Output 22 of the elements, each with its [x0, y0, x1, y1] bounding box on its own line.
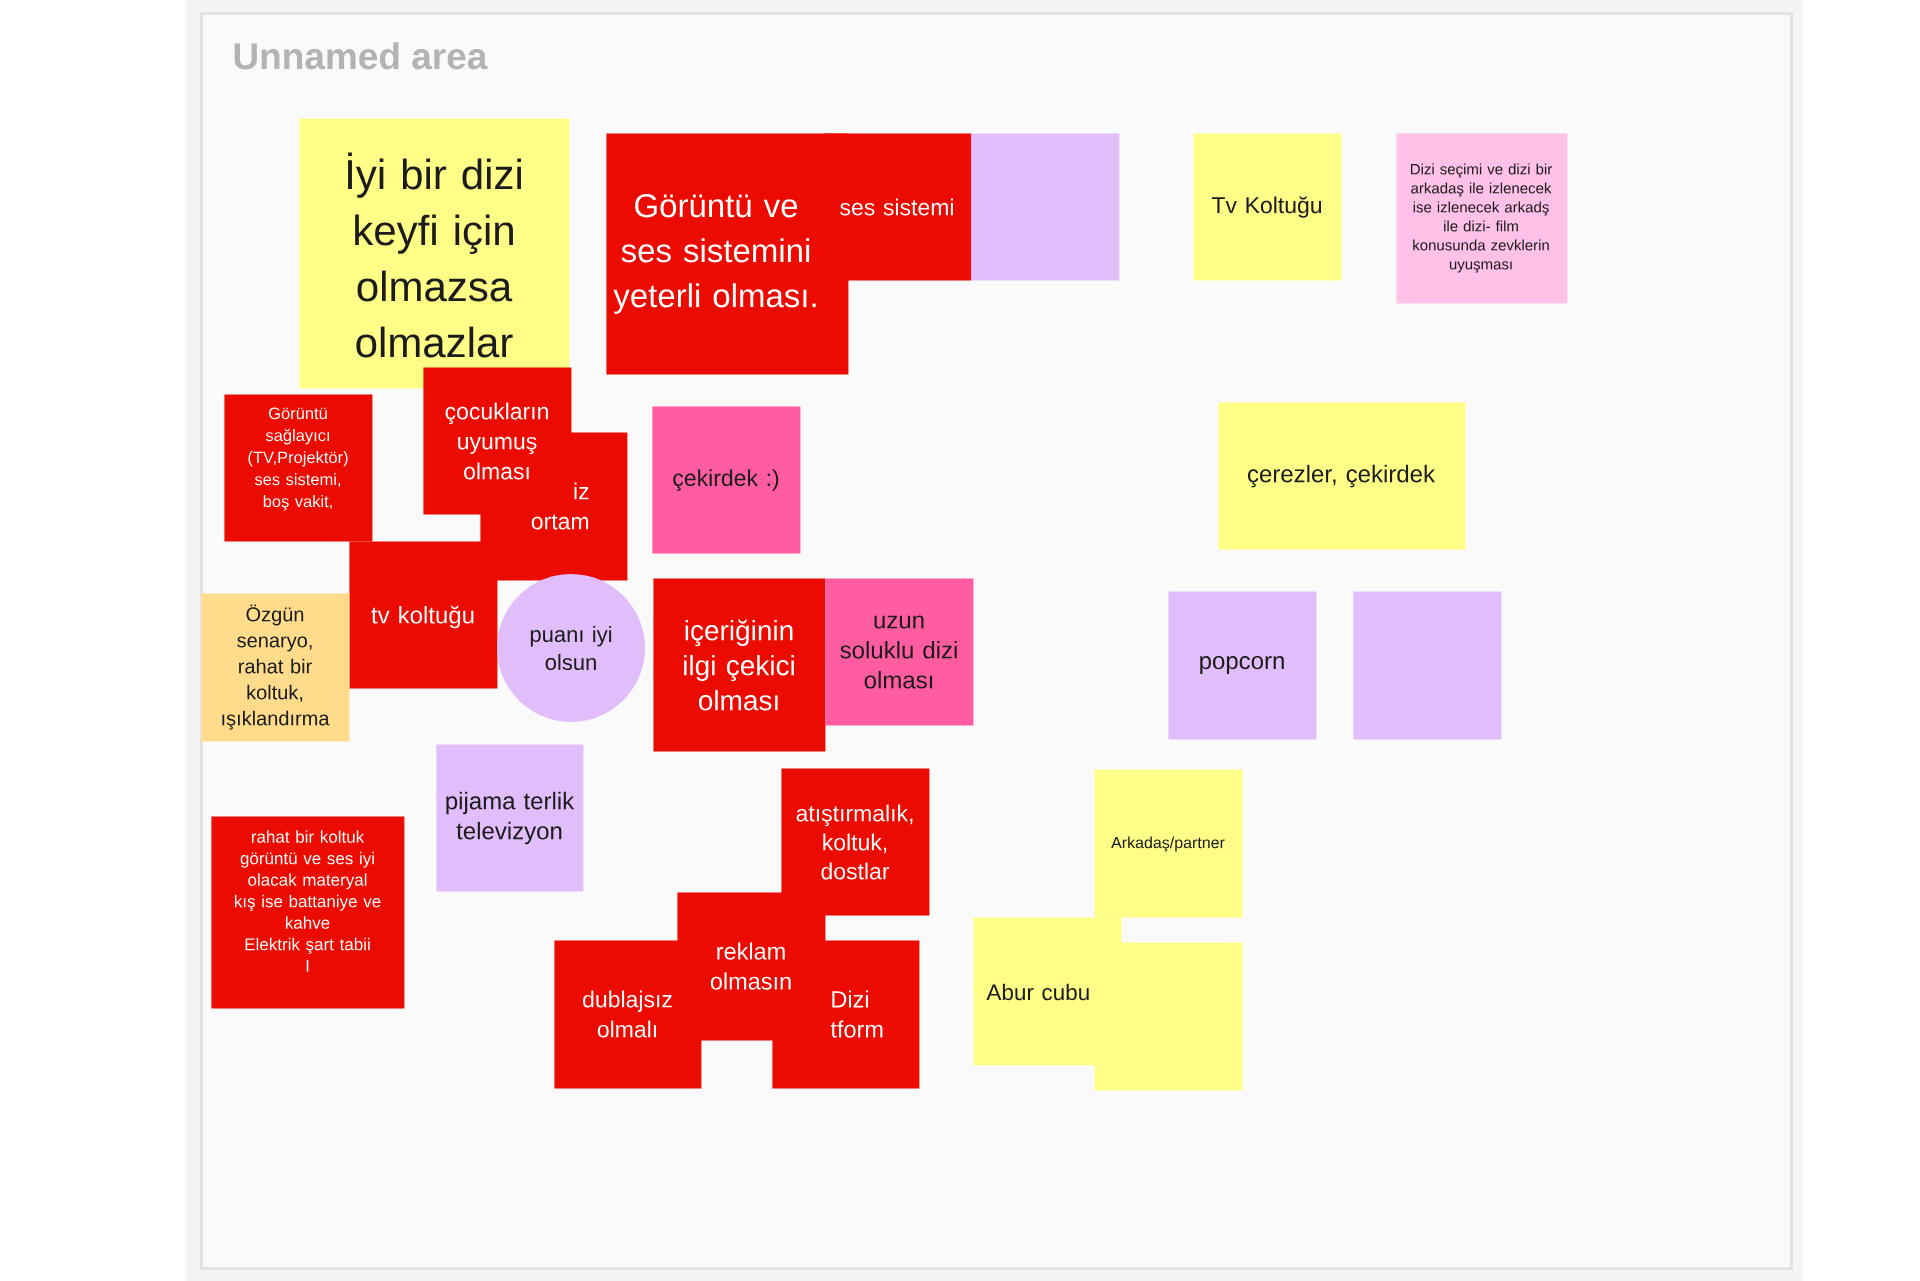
sticky-note: [1094, 942, 1243, 1091]
sticky-note: Arkadaş/partner: [1094, 769, 1243, 918]
sticky-note: pijama terlik televizyon: [436, 744, 584, 892]
sticky-note: uzun soluklu dizi olması: [825, 578, 974, 726]
sticky-note: [971, 133, 1120, 281]
sticky-note: Tv Koltuğu: [1193, 133, 1342, 281]
sticky-note: tv koltuğu: [349, 541, 498, 689]
sticky-note: rahat bir koltuk görüntü ve ses iyi olacak materyal kış ise battaniye ve kahve Elektrik şart tabii I: [211, 816, 405, 1009]
sticky-note: Görüntü sağlayıcı (TV,Projektör) ses sistemi, boş vakit,: [224, 394, 373, 542]
sticky-note: Dizi seçimi ve dizi bir arkadaş ile izlenecek ise izlenecek arkadş ile dizi- film konusunda zevklerin uyuşması: [1396, 133, 1568, 304]
sticky-note: içeriğinin ilgi çekici olması: [653, 578, 826, 752]
sticky-note: atıştırmalık, koltuk, dostlar: [781, 768, 930, 916]
sticky-note: ses sistemi: [823, 133, 972, 281]
sticky-note: çekirdek :): [652, 406, 801, 554]
circle-note: puanı iyi olsun: [497, 574, 645, 722]
sticky-note: çerezler, çekirdek: [1218, 402, 1466, 550]
sticky-note: çocukların uyumuş olması: [423, 367, 572, 515]
sticky-note: Özgün senaryo, rahat bir koltuk, ışıklandırma: [201, 593, 350, 742]
sticky-note: popcorn: [1168, 591, 1317, 740]
sticky-note: İyi bir dizi keyfi için olmazsa olmazlar: [299, 118, 570, 389]
sticky-note: reklam olmasın: [677, 892, 826, 1041]
sticky-note: [1353, 591, 1502, 740]
